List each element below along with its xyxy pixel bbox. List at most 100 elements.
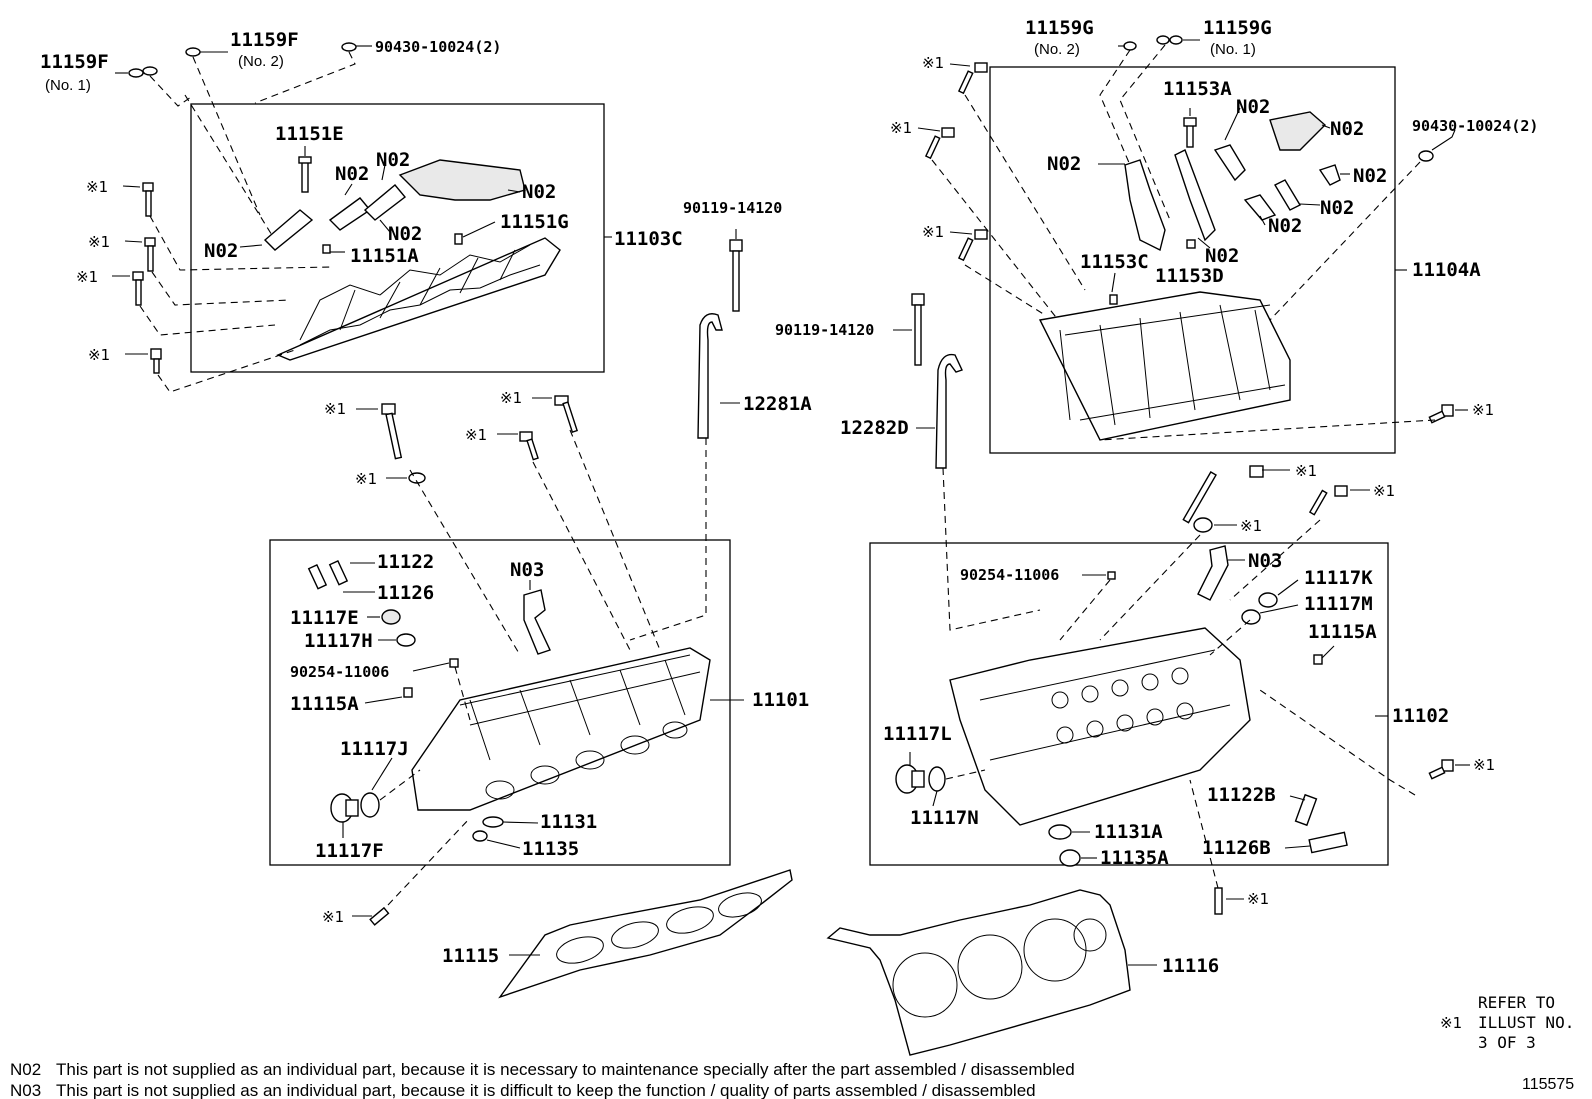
seal-11131 (482, 816, 504, 828)
ref-mark: ※1 (86, 178, 108, 196)
label-11159G-no1-sub: (No. 1) (1210, 41, 1256, 58)
label-11117E: 11117E (290, 607, 359, 629)
label-11131A: 11131A (1094, 821, 1163, 843)
label-11102: 11102 (1392, 705, 1449, 727)
bolt-right-top-3 (957, 229, 988, 262)
label-11115A-left: 11115A (290, 693, 359, 715)
label-N02-e: N02 (204, 240, 238, 262)
plug-11117H (396, 633, 416, 647)
label-11153D: 11153D (1155, 265, 1224, 287)
guide-12281A (697, 313, 723, 439)
label-11117M: 11117M (1304, 593, 1373, 615)
ref-mark: ※1 (1240, 517, 1262, 535)
seal-11117N (928, 766, 946, 792)
valve-cover-right-box (989, 66, 1396, 454)
refer-note-line1: REFER TO (1478, 993, 1555, 1012)
refer-note-mark: ※1 (1440, 1014, 1462, 1032)
ref-mark: ※1 (76, 268, 98, 286)
ref-mark: ※1 (322, 908, 344, 926)
label-11159F-no2: 11159F (230, 29, 299, 51)
plug-11117M (1241, 609, 1261, 625)
cylinder-head-left-box (269, 539, 731, 866)
label-11126: 11126 (377, 582, 434, 604)
label-90430-right: 90430-10024(2) (1412, 117, 1538, 135)
seal-11135 (472, 830, 488, 842)
label-11115: 11115 (442, 945, 499, 967)
ref-mark: ※1 (324, 400, 346, 418)
footnote-n02-code: N02 (10, 1060, 41, 1079)
plug-11117K (1258, 592, 1278, 608)
head-gasket-11115 (498, 869, 793, 999)
bolt-left-4 (150, 348, 162, 374)
label-11159G-no2: 11159G (1025, 17, 1094, 39)
label-11159F-no1-sub: (No. 1) (45, 77, 91, 94)
pin-11126B (1308, 831, 1348, 854)
pin-11115A-right (1313, 654, 1323, 665)
illustration-number: 115575 (1522, 1076, 1574, 1093)
label-N02-i: N02 (1353, 165, 1387, 187)
label-12281A: 12281A (743, 393, 812, 415)
label-11122B: 11122B (1207, 784, 1276, 806)
stud-right-bottom (1214, 887, 1223, 915)
label-11117L: 11117L (883, 723, 952, 745)
label-11151G: 11151G (500, 211, 569, 233)
plug-11117F (330, 793, 359, 823)
valve-cover-right-drawing (1038, 111, 1341, 441)
label-11117F: 11117F (315, 840, 384, 862)
label-11122: 11122 (377, 551, 434, 573)
label-N02-f: N02 (1236, 96, 1270, 118)
ref-mark: ※1 (500, 389, 522, 407)
label-11101: 11101 (752, 689, 809, 711)
plug-11117L (895, 764, 925, 794)
ref-mark: ※1 (88, 346, 110, 364)
bolt-left-3 (132, 271, 144, 306)
sleeve-N03-left (523, 589, 551, 655)
label-90430-left: 90430-10024(2) (375, 38, 501, 56)
label-90254-left: 90254-11006 (290, 663, 389, 681)
label-N03-right: N03 (1248, 550, 1282, 572)
ref-mark: ※1 (922, 223, 944, 241)
bolt-right-side-2 (1428, 759, 1454, 780)
gasket-90430-left (341, 42, 357, 52)
pin-90254-right (1107, 571, 1116, 580)
refer-note-line2: ILLUST NO. (1478, 1013, 1574, 1032)
gasket-11159G-no2 (1123, 41, 1137, 51)
label-11115A-right: 11115A (1308, 621, 1377, 643)
label-11131: 11131 (540, 811, 597, 833)
ref-mark: ※1 (1373, 482, 1395, 500)
label-11126B: 11126B (1202, 837, 1271, 859)
ref-mark: ※1 (88, 233, 110, 251)
guide-12282D (935, 353, 963, 469)
label-12282D: 12282D (840, 417, 909, 439)
cylinder-head-left-drawing (411, 647, 711, 811)
label-11117J: 11117J (340, 738, 409, 760)
bolt-90119-right (911, 293, 925, 366)
label-11159F-no2-sub: (No. 2) (238, 53, 284, 70)
refer-note-line3: 3 OF 3 (1478, 1033, 1536, 1052)
bolt-center-3 (519, 431, 539, 461)
label-11159G-no1: 11159G (1203, 17, 1272, 39)
seal-11135A (1059, 849, 1081, 867)
label-11117K: 11117K (1304, 567, 1373, 589)
label-11116: 11116 (1162, 955, 1219, 977)
ref-mark: ※1 (922, 54, 944, 72)
bolt-right-top-2 (924, 127, 955, 160)
label-11151E: 11151E (275, 123, 344, 145)
bolt-90119-left (729, 239, 743, 312)
label-11117H: 11117H (304, 630, 373, 652)
ref-mark: ※1 (1473, 756, 1495, 774)
pin-90254-left (449, 658, 459, 668)
plug-11117E (381, 609, 401, 625)
label-11153C: 11153C (1080, 251, 1149, 273)
stud-left-bottom (369, 906, 390, 926)
label-N02-d: N02 (388, 223, 422, 245)
gasket-11159G-no1 (1156, 35, 1183, 45)
gasket-11159F-no2 (185, 47, 201, 57)
bolt-left-2 (144, 237, 156, 272)
label-N02-k: N02 (1268, 215, 1302, 237)
bolt-right-center-2 (1308, 485, 1348, 516)
cylinder-head-right-drawing (949, 627, 1251, 826)
ref-mark: ※1 (1247, 890, 1269, 908)
bolt-center-1 (381, 403, 403, 460)
